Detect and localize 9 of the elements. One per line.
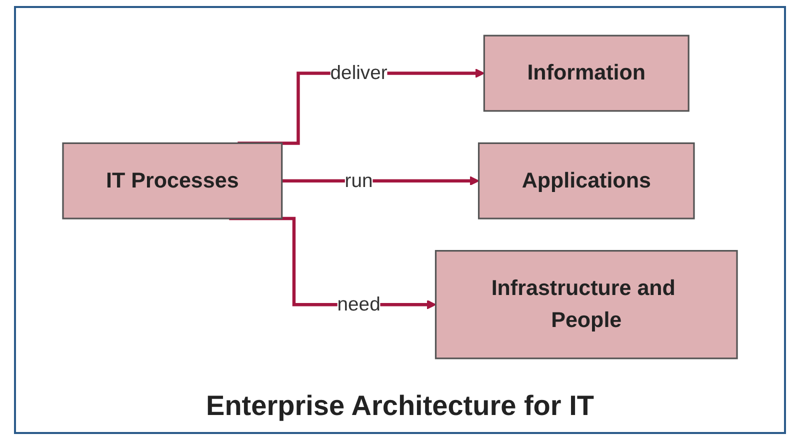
- edge-label: need: [337, 293, 380, 315]
- edge-label: deliver: [330, 62, 388, 84]
- diagram-frame: deliver run need IT Processes Information Applications Infrastructure and People Enterprise Architecture for IT: [14, 6, 786, 434]
- node-box: [478, 142, 695, 220]
- node-box: [434, 250, 738, 360]
- edge-label: run: [344, 170, 373, 192]
- node-box: [483, 34, 690, 112]
- node-box: [62, 142, 283, 220]
- diagram-title: Enterprise Architecture for IT: [206, 390, 594, 422]
